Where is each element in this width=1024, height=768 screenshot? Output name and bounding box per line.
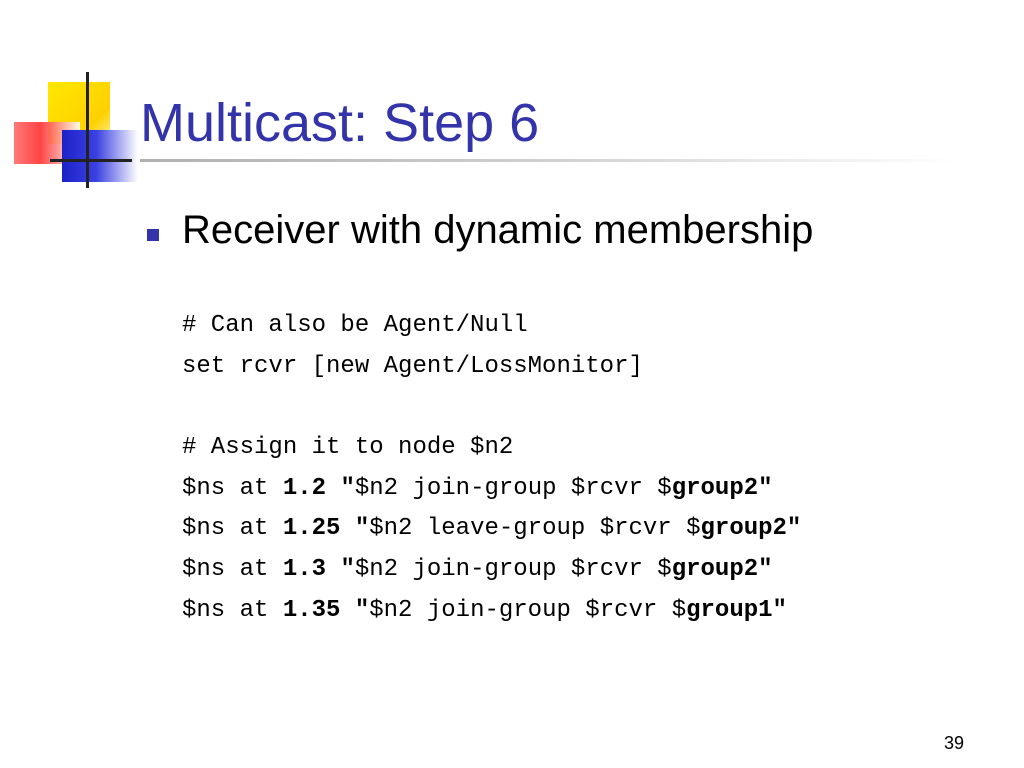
code-text: $ns at (182, 474, 283, 502)
horizontal-line (50, 159, 132, 162)
code-time-value: 1.3 (282, 556, 327, 584)
bullet-text: Receiver with dynamic membership (182, 208, 814, 252)
code-line-6: $ns at 1.3 "$n2 join-group $rcvr $group2… (182, 550, 801, 591)
code-text: $ns at (182, 556, 283, 584)
code-quote: " (340, 515, 370, 543)
code-line-2: set rcvr [new Agent/LossMonitor] (182, 352, 643, 380)
code-line-1: # Can also be Agent/Null (182, 312, 528, 339)
code-group-name: group2" (671, 556, 773, 584)
code-text: $ns at (182, 515, 283, 543)
code-time-value: 1.2 (282, 474, 327, 502)
code-time-value: 1.35 (282, 596, 341, 624)
code-blank-line (182, 387, 801, 428)
title-underline (140, 159, 960, 162)
vertical-line (86, 72, 89, 188)
code-block: # Can also be Agent/Null set rcvr [new A… (182, 306, 801, 632)
code-line-5: $ns at 1.25 "$n2 leave-group $rcvr $grou… (182, 509, 801, 550)
code-time-value: 1.25 (282, 515, 341, 543)
slide-title: Multicast: Step 6 (140, 93, 540, 153)
page-number: 39 (943, 733, 964, 753)
slide-logo-decoration (0, 0, 140, 200)
bullet-square-icon (147, 229, 159, 241)
code-text: $n2 join-group $rcvr $ (354, 474, 672, 502)
code-line-4: $ns at 1.2 "$n2 join-group $rcvr $group2… (182, 469, 801, 510)
code-text: $n2 join-group $rcvr $ (354, 556, 672, 584)
code-line-7: $ns at 1.35 "$n2 join-group $rcvr $group… (182, 591, 801, 632)
code-line-3: # Assign it to node $n2 (182, 434, 514, 462)
code-text: $n2 leave-group $rcvr $ (369, 515, 701, 543)
code-quote: " (326, 474, 355, 502)
code-text: $n2 join-group $rcvr $ (369, 596, 687, 624)
code-group-name: group1" (686, 596, 787, 624)
code-quote: " (340, 596, 370, 624)
code-group-name: group2" (671, 474, 773, 502)
code-group-name: group2" (700, 515, 802, 543)
code-quote: " (326, 556, 355, 584)
blue-square (62, 130, 138, 182)
code-text: $ns at (182, 596, 283, 624)
